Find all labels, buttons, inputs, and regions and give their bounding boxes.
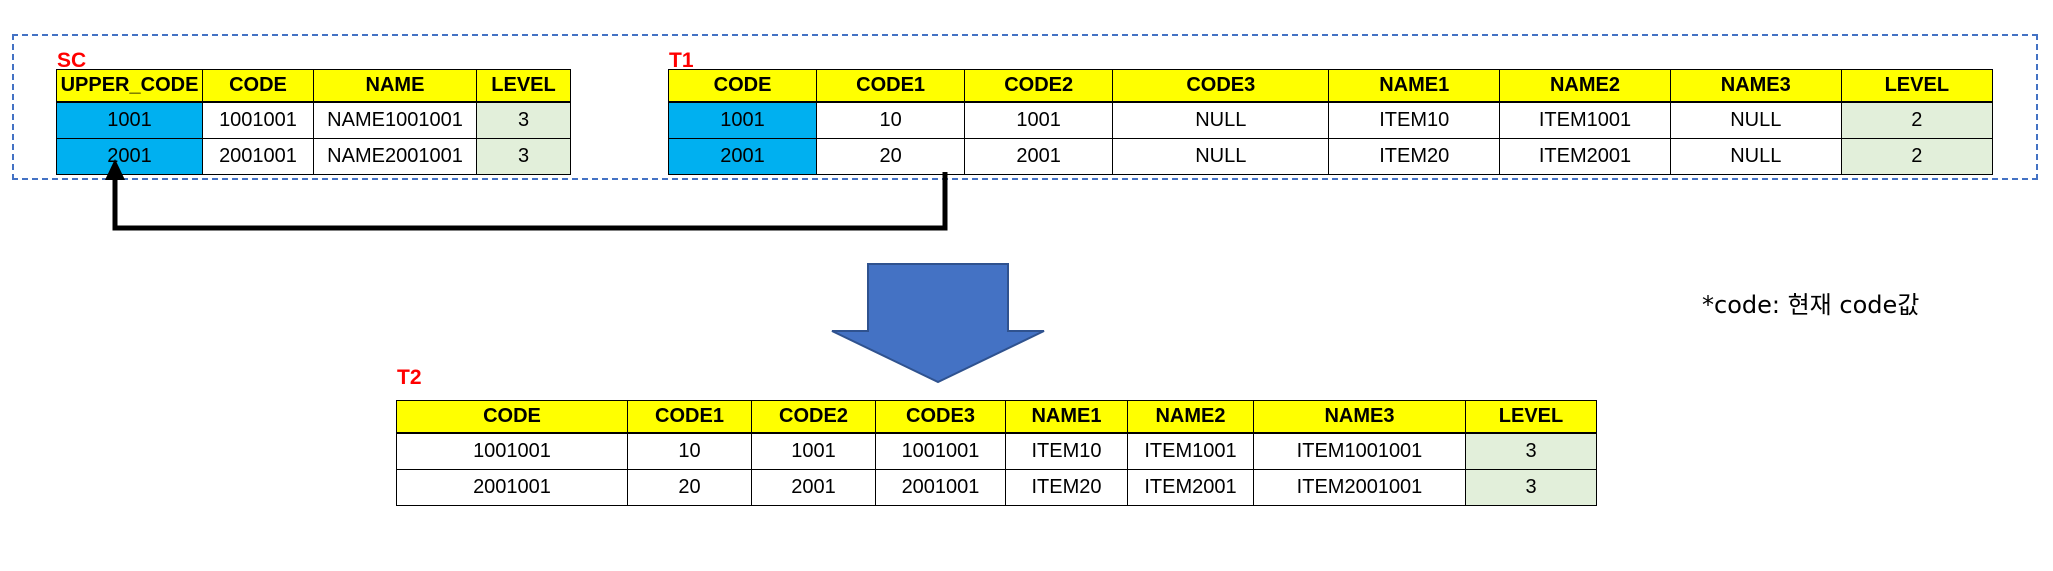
t2-cell-code1: 10 [627,432,752,470]
sc-cell-upper-code: 2001 [56,138,203,175]
t1-col-name2: NAME2 [1499,69,1671,103]
t1-cell-code1: 20 [816,138,966,175]
t2-cell-code: 2001001 [396,469,628,506]
t1-cell-name3: NULL [1669,138,1842,175]
t2-cell-code1: 20 [627,469,752,506]
t1-col-code: CODE [667,69,818,103]
table-row: 1001 10 1001 NULL ITEM10 ITEM1001 NULL 2 [667,101,1994,139]
t1-cell-level: 2 [1840,101,1994,139]
t2-col-code1: CODE1 [627,400,752,434]
table-row: 2001 20 2001 NULL ITEM20 ITEM2001 NULL 2 [667,138,1994,175]
sc-cell-level: 3 [476,138,571,175]
t2-header-row: CODE CODE1 CODE2 CODE3 NAME1 NAME2 NAME3… [396,400,1597,434]
sc-cell-code: 2001001 [202,138,314,175]
sc-col-level: LEVEL [476,69,571,103]
t2-cell-name1: ITEM10 [1005,432,1128,470]
t2-col-code: CODE [396,400,628,434]
t1-col-code2: CODE2 [964,69,1114,103]
t2-col-name1: NAME1 [1005,400,1128,434]
t1-col-level: LEVEL [1840,69,1994,103]
t2-cell-code3: 2001001 [875,469,1006,506]
t2-cell-name3: ITEM1001001 [1253,432,1466,470]
table-row: 1001001 10 1001 1001001 ITEM10 ITEM1001 … [396,432,1597,470]
t1-cell-name2: ITEM2001 [1499,138,1671,175]
t2-table: CODE CODE1 CODE2 CODE3 NAME1 NAME2 NAME3… [396,400,1597,506]
table-row: 1001 1001001 NAME1001001 3 [56,101,571,139]
t1-cell-code3: NULL [1112,138,1330,175]
t1-cell-code2: 2001 [964,138,1114,175]
t2-col-level: LEVEL [1465,400,1597,434]
t2-col-name3: NAME3 [1253,400,1466,434]
sc-cell-upper-code: 1001 [56,101,203,139]
t2-cell-name2: ITEM1001 [1127,432,1254,470]
t2-cell-level: 3 [1465,432,1597,470]
t2-cell-code3: 1001001 [875,432,1006,470]
t1-header-row: CODE CODE1 CODE2 CODE3 NAME1 NAME2 NAME3… [667,69,1994,103]
t1-col-name1: NAME1 [1328,69,1501,103]
sc-cell-name: NAME2001001 [313,138,477,175]
sc-table-label: SC [57,49,87,72]
sc-cell-name: NAME1001001 [313,101,477,139]
sc-table: UPPER_CODE CODE NAME LEVEL 1001 1001001 … [56,69,571,175]
t2-col-code3: CODE3 [875,400,1006,434]
t1-cell-code: 1001 [667,101,818,139]
t2-cell-code: 1001001 [396,432,628,470]
t1-table-label: T1 [669,49,694,72]
transform-down-arrow-icon [831,263,1045,384]
t1-cell-name1: ITEM10 [1328,101,1501,139]
t2-col-name2: NAME2 [1127,400,1254,434]
t1-col-code3: CODE3 [1112,69,1330,103]
table-row: 2001 2001001 NAME2001001 3 [56,138,571,175]
t1-cell-name2: ITEM1001 [1499,101,1671,139]
t2-cell-name1: ITEM20 [1005,469,1128,506]
t1-col-name3: NAME3 [1669,69,1842,103]
t1-cell-name3: NULL [1669,101,1842,139]
t2-cell-code2: 1001 [751,432,876,470]
t1-cell-code: 2001 [667,138,818,175]
sc-col-name: NAME [313,69,477,103]
t1-cell-code3: NULL [1112,101,1330,139]
t1-table: CODE CODE1 CODE2 CODE3 NAME1 NAME2 NAME3… [667,69,1994,175]
sc-cell-code: 1001001 [202,101,314,139]
t1-col-code1: CODE1 [816,69,966,103]
t2-table-label: T2 [397,366,422,389]
t1-cell-name1: ITEM20 [1328,138,1501,175]
table-row: 2001001 20 2001 2001001 ITEM20 ITEM2001 … [396,469,1597,506]
t2-cell-name3: ITEM2001001 [1253,469,1466,506]
code-definition-note: *code: 현재 code값 [1702,291,1920,319]
t1-cell-level: 2 [1840,138,1994,175]
t2-cell-name2: ITEM2001 [1127,469,1254,506]
source-tables-group-box [12,34,2038,180]
sc-cell-level: 3 [476,101,571,139]
sc-col-code: CODE [202,69,314,103]
foreign-key-connector-line [112,172,948,231]
t2-cell-level: 3 [1465,469,1597,506]
sc-col-upper-code: UPPER_CODE [56,69,203,103]
sc-header-row: UPPER_CODE CODE NAME LEVEL [56,69,571,103]
t1-cell-code1: 10 [816,101,966,139]
t2-cell-code2: 2001 [751,469,876,506]
t1-cell-code2: 1001 [964,101,1114,139]
t2-col-code2: CODE2 [751,400,876,434]
